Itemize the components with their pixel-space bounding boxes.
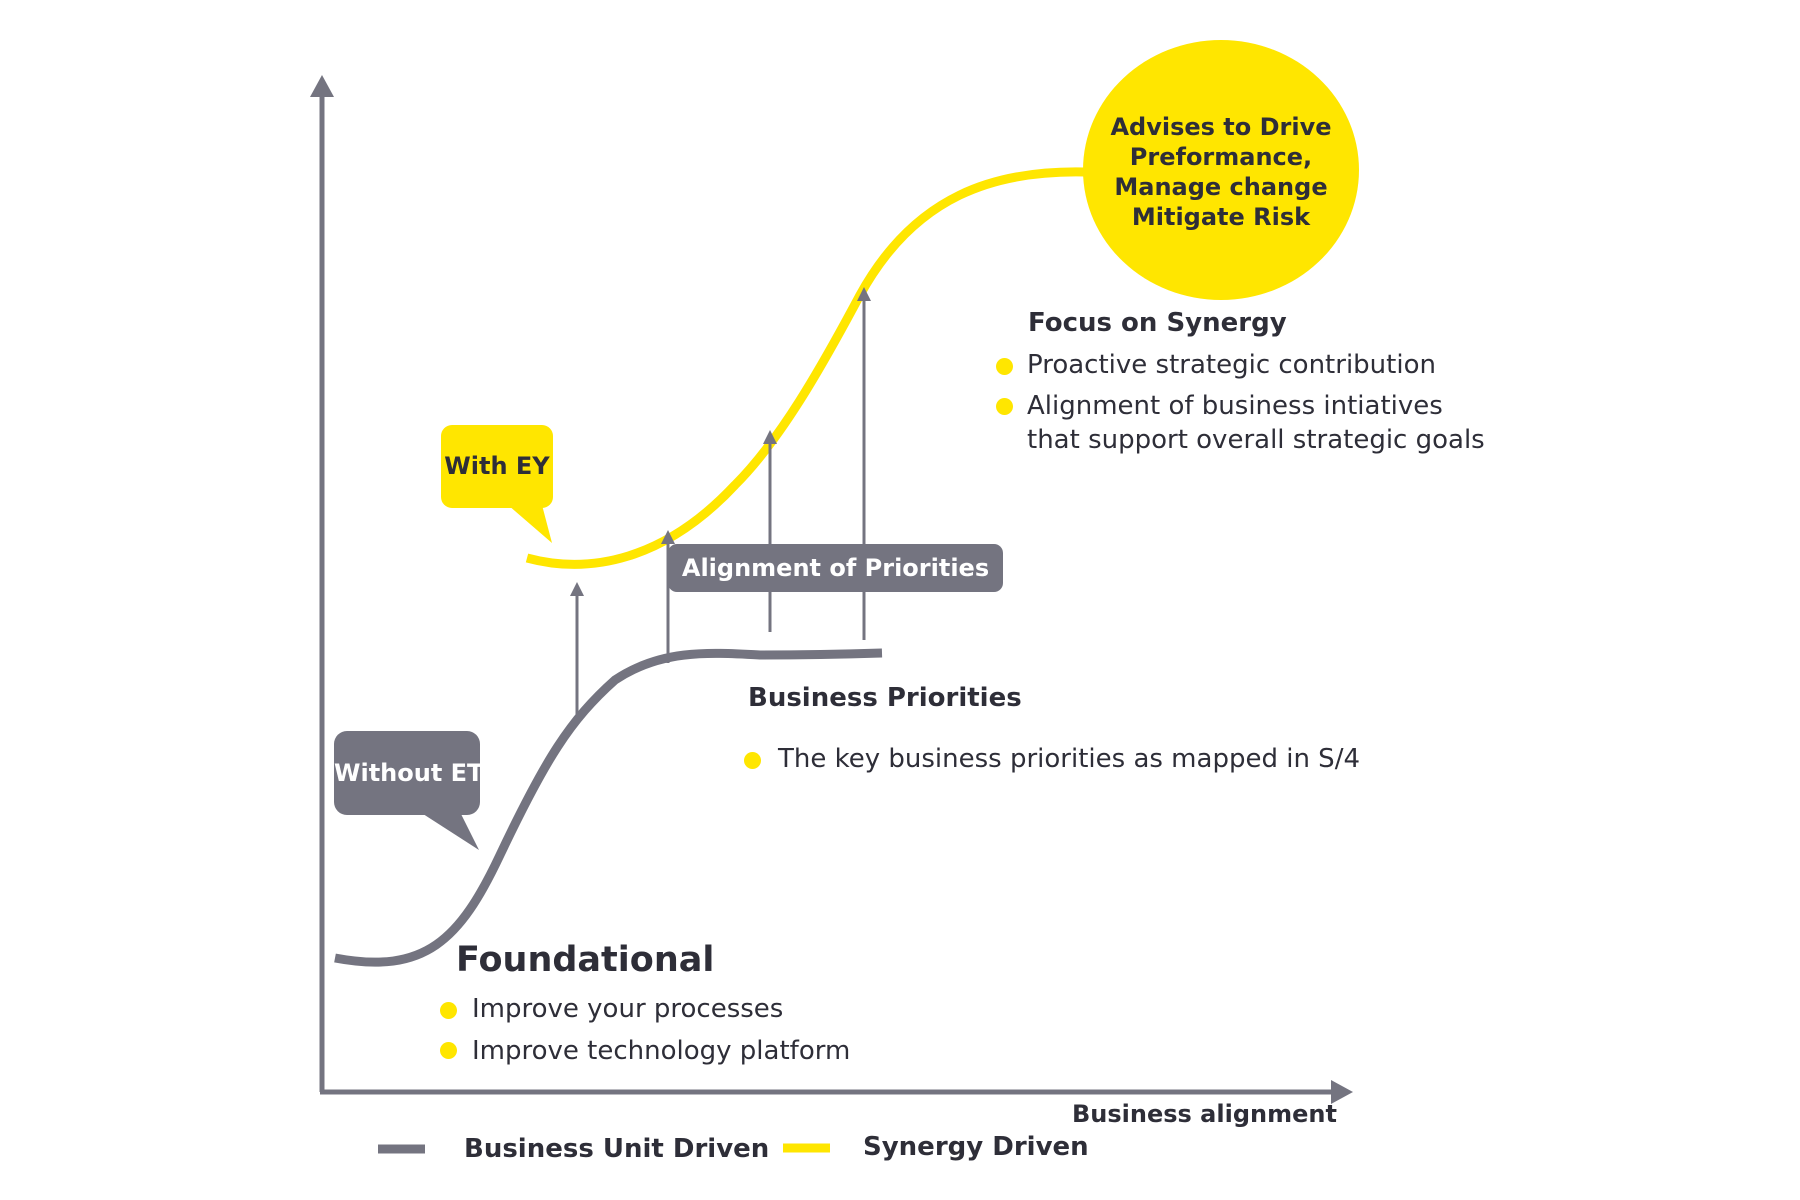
bullet-dot [440,1002,457,1019]
business-priorities-heading: Business Priorities [748,683,1022,713]
circle-line: Mitigate Risk [1131,203,1311,231]
foundational-bullet: Improve your processes [472,994,784,1024]
business-unit-driven-curve [334,648,883,967]
synergy-heading: Focus on Synergy [1028,308,1287,338]
x-axis-arrowhead [1331,1080,1353,1104]
legend-label-business-unit: Business Unit Driven [464,1134,770,1164]
alignment-of-priorities-label: Alignment of Priorities [681,554,990,582]
bullet-dot [996,398,1013,415]
lift-arrow-3-head [763,430,777,444]
circle-line: Preformance, [1129,143,1313,171]
synergy-bullet: Proactive strategic contribution [1027,350,1436,380]
y-axis-arrowhead [310,75,334,97]
x-axis-label: Business alignment [1072,1100,1337,1128]
lift-arrow-4-head [857,287,871,301]
lift-arrow-1-head [570,582,584,596]
circle-line: Manage change [1114,173,1328,201]
foundational-heading: Foundational [456,940,715,980]
lift-arrow-2-head [661,530,675,544]
synergy-bullet-continuation: that support overall strategic goals [1027,425,1485,455]
with-ey-label: With EY [444,452,550,480]
synergy-driven-curve [525,167,1086,569]
bullet-dot [744,752,761,769]
without-et-bubble-tail [420,812,479,850]
outcome-circle-text: Advises to Drive Preformance, Manage cha… [1093,112,1349,232]
without-et-bubble [334,731,480,815]
bullet-dot [996,358,1013,375]
business-priorities-bullet: The key business priorities as mapped in… [778,744,1360,774]
bullet-dot [440,1042,457,1059]
without-et-label: Without ET [334,759,484,787]
outcome-circle [1083,40,1359,300]
synergy-bullet: Alignment of business intiatives [1027,391,1443,421]
alignment-box [668,544,1003,592]
circle-line: Advises to Drive [1110,113,1332,141]
legend-label-synergy: Synergy Driven [863,1132,1089,1162]
foundational-bullet: Improve technology platform [472,1036,851,1066]
with-ey-bubble-tail [508,505,552,543]
with-ey-bubble [441,425,553,508]
